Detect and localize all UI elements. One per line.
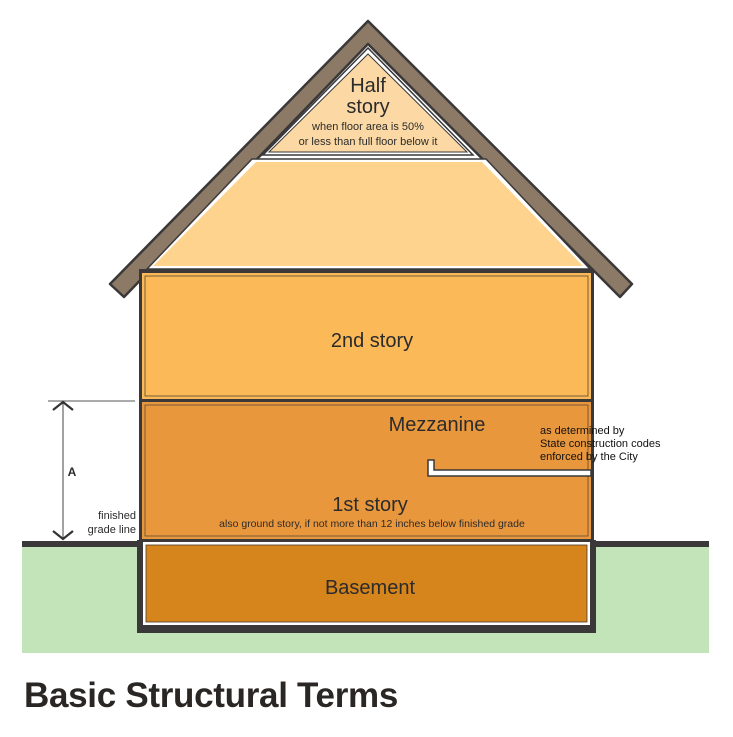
half-story-heading-1: Half bbox=[350, 75, 386, 97]
first-story-note: also ground story, if not more than 12 i… bbox=[219, 518, 525, 530]
attic-room bbox=[153, 162, 583, 266]
half-story-note-1: when floor area is 50% bbox=[311, 121, 424, 133]
second-story-label: 2nd story bbox=[331, 330, 413, 352]
page-title: Basic Structural Terms bbox=[24, 676, 399, 715]
mezzanine-note-1: as determined by bbox=[540, 425, 625, 437]
basement-room bbox=[145, 544, 588, 623]
basement-label: Basement bbox=[325, 577, 415, 599]
first-story-label: 1st story bbox=[332, 494, 408, 516]
roof bbox=[108, 19, 634, 299]
half-story-note-2: or less than full floor below it bbox=[299, 136, 438, 148]
second-story-room bbox=[144, 275, 589, 397]
mezzanine-note-3: enforced by the City bbox=[540, 451, 638, 463]
mezzanine-floor bbox=[427, 459, 592, 477]
half-story-heading-2: story bbox=[346, 96, 389, 118]
grade-line-label-2: grade line bbox=[88, 524, 136, 536]
dimension-label: A bbox=[68, 465, 77, 479]
half-story-room bbox=[267, 53, 469, 153]
arrow-down-icon bbox=[52, 530, 74, 541]
grade-line-label-1: finished bbox=[98, 510, 136, 522]
arrow-up-icon bbox=[52, 400, 74, 411]
mezzanine-note-2: State construction codes bbox=[540, 438, 661, 450]
mezzanine-label: Mezzanine bbox=[389, 414, 486, 436]
